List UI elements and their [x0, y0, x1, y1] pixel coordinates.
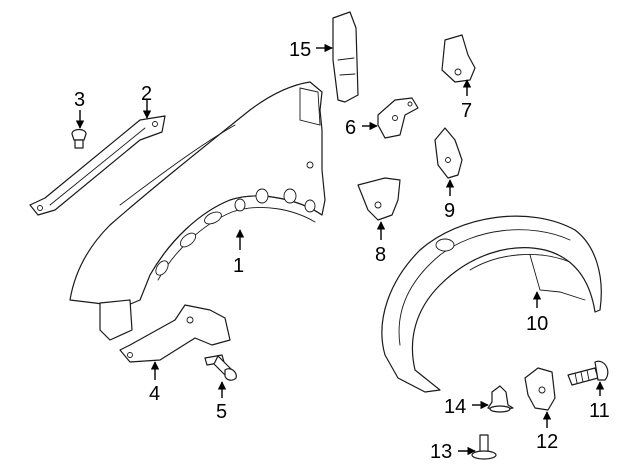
- callout-8: 8: [375, 244, 386, 266]
- callout-1: 1: [233, 255, 244, 277]
- vertical-bracket-part: [332, 11, 359, 103]
- callout-10: 10: [526, 313, 548, 335]
- callout-9: 9: [444, 200, 455, 222]
- clip-part: [71, 128, 87, 149]
- callout-11: 11: [589, 400, 610, 422]
- callout-15: 15: [289, 39, 311, 61]
- clip-nut-part: [524, 367, 556, 411]
- bolt-part: [204, 354, 237, 381]
- upper-bracket-part: [29, 115, 166, 216]
- callout-14: 14: [444, 396, 466, 418]
- leader-lines: [75, 43, 605, 456]
- callout-labels: 1 2 3 4 5 6 7 8 9 10 11 12 13 14 15: [74, 39, 610, 463]
- callout-13: 13: [430, 441, 452, 463]
- mount-bracket-part: [357, 177, 401, 221]
- callout-3: 3: [74, 89, 85, 111]
- callout-5: 5: [216, 401, 227, 423]
- lower-bracket-part: [119, 304, 231, 363]
- callout-6: 6: [345, 117, 356, 139]
- fender-part: [69, 81, 326, 341]
- callout-12: 12: [536, 431, 558, 453]
- callout-4: 4: [149, 383, 160, 405]
- push-pin-part: [471, 434, 497, 460]
- upper-shield-part: [441, 34, 476, 83]
- retainer-clip-part: [487, 385, 514, 413]
- small-bracket-part: [377, 97, 419, 139]
- side-bracket-part: [434, 127, 463, 179]
- screw-part: [567, 360, 609, 386]
- wheel-liner-part: [381, 215, 602, 393]
- callout-2: 2: [141, 83, 152, 105]
- callout-7: 7: [461, 100, 472, 122]
